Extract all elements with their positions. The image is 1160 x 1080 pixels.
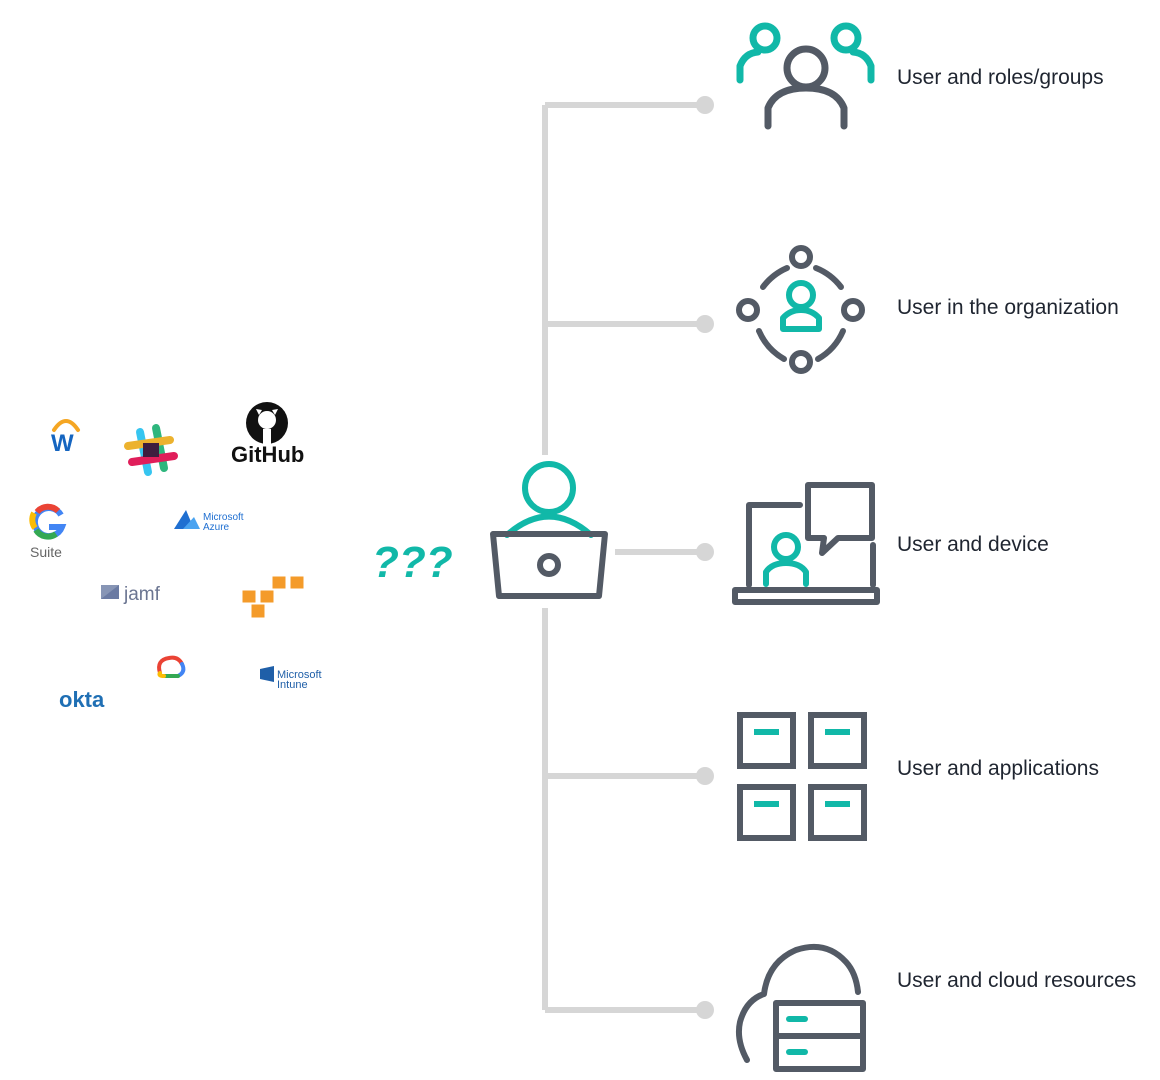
connector-dot-cloud [696, 1001, 714, 1019]
svg-text:GitHub: GitHub [231, 442, 304, 467]
intune-logo: Microsoft Intune [260, 666, 322, 691]
svg-text:W: W [51, 430, 74, 457]
app-grid-icon [737, 712, 867, 841]
integration-logos: W GitHub Suite [29, 402, 322, 712]
category-label-roles: User and roles/groups [897, 66, 1104, 89]
question-marks: ??? [372, 538, 453, 587]
svg-text:Suite: Suite [30, 544, 62, 560]
slack-logo [124, 424, 178, 476]
people-group-icon [736, 22, 875, 130]
category-label-device: User and device [897, 533, 1049, 556]
connector-dot-org [696, 315, 714, 333]
connector-dot-device [696, 543, 714, 561]
connector-dot-apps [696, 767, 714, 785]
central-user-laptop-icon [490, 461, 608, 599]
svg-text:Microsoft: Microsoft [203, 512, 244, 523]
category-label-apps: User and applications [897, 757, 1099, 780]
cloud-server-icon [735, 944, 866, 1072]
connector-dot-roles [696, 96, 714, 114]
svg-text:Intune: Intune [277, 679, 308, 691]
category-label-org: User in the organization [897, 296, 1119, 319]
svg-text:Azure: Azure [203, 522, 230, 533]
gsuite-logo: Suite [29, 503, 67, 560]
google-cloud-logo [157, 655, 186, 678]
azure-logo: Microsoft Azure [174, 510, 244, 533]
aws-logo [241, 575, 305, 619]
github-logo: GitHub [231, 402, 304, 467]
category-label-cloud: User and cloud resources [897, 969, 1136, 992]
svg-text:Microsoft: Microsoft [277, 669, 322, 681]
user-in-org-icon [736, 245, 865, 374]
connector-dots [696, 96, 714, 1019]
okta-logo: okta [59, 687, 105, 712]
svg-text:jamf: jamf [123, 584, 161, 605]
workday-logo: W [51, 419, 80, 457]
connector-tree [542, 102, 703, 1013]
laptop-chat-icon [732, 482, 880, 605]
jamf-logo: jamf [101, 584, 161, 605]
